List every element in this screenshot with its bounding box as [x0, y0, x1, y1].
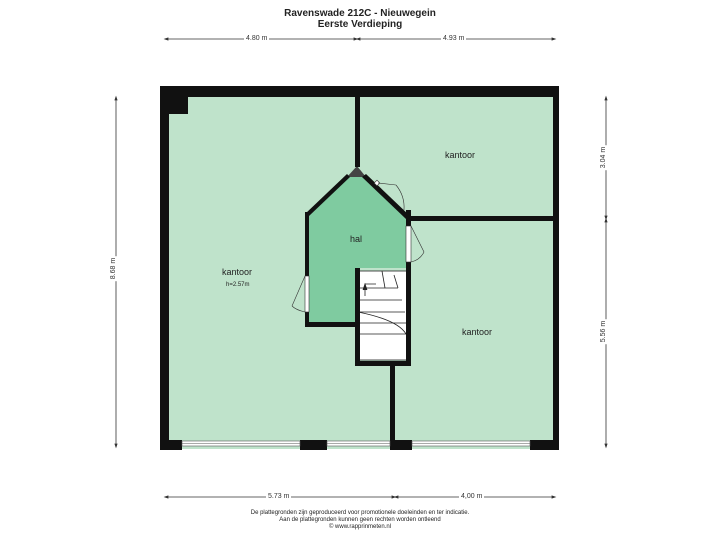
dimension-bottom-left: 5.73 m: [266, 492, 292, 501]
room-label-kantoor-top-right: kantoor: [445, 150, 476, 160]
dimension-right-top: 3.04 m: [599, 144, 609, 171]
footer-disclaimer-1: De plattegronden zijn geproduceerd voor …: [250, 510, 470, 516]
plan-subtitle: Eerste Verdieping: [317, 19, 403, 30]
room-label-kantoor-left: kantoor: [222, 267, 253, 277]
dimension-left: 8.68 m: [109, 255, 119, 282]
dimension-top-right: 4.93 m: [441, 34, 467, 43]
dimension-top-left: 4.80 m: [244, 34, 270, 43]
hall-fill: [308, 177, 407, 323]
room-label-hal: hal: [350, 234, 363, 244]
footer-disclaimer-2: Aan de plattegronden kunnen geen rechten…: [279, 517, 441, 523]
footer-copyright: © www.rapprinmeten.nl: [328, 524, 392, 530]
room-height-kantoor-left: h=2.57m: [226, 282, 250, 288]
room-label-kantoor-bottom-right: kantoor: [462, 327, 493, 337]
windows: [181, 440, 531, 447]
dimension-bottom-right: 4,00 m: [459, 492, 485, 501]
dimension-right-bottom: 5.56 m: [599, 318, 609, 345]
doors: [291, 179, 425, 313]
walls: [160, 86, 559, 450]
plan-title: Ravenswade 212C - Nieuwegein: [284, 8, 436, 19]
hall-corner-triangle: [347, 166, 366, 177]
stairs: [357, 270, 408, 361]
